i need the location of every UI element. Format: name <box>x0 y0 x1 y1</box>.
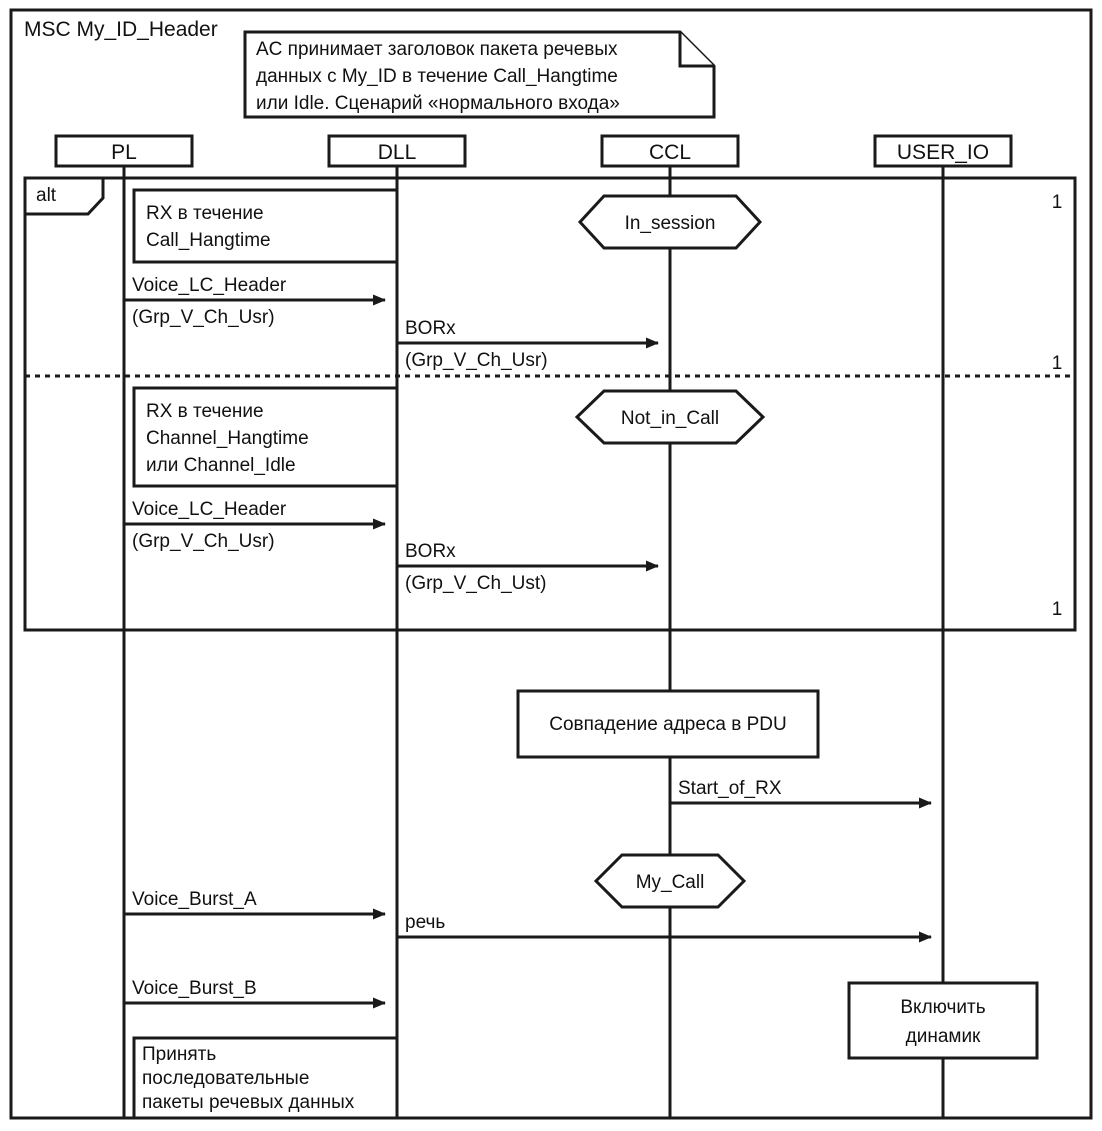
message-label: Voice_Burst_A <box>132 889 257 910</box>
lifeline-label-dll: DLL <box>378 141 417 164</box>
message-label: Voice_LC_Header <box>132 275 287 296</box>
action-box-rx-channel-hangtime: RX в течение Channel_Hangtime или Channe… <box>132 386 399 488</box>
message-label: речь <box>405 912 445 933</box>
action-line: RX в течение <box>146 203 264 224</box>
action-line: пакеты речевых данных <box>142 1092 355 1113</box>
action-line: или Channel_Idle <box>146 455 296 476</box>
action-line: Call_Hangtime <box>146 230 271 251</box>
action-line: Включить <box>900 997 985 1018</box>
message-voice-lc-header-1: Voice_LC_Header (Grp_V_Ch_Usr) <box>124 275 386 328</box>
message-label: Voice_Burst_B <box>132 978 257 999</box>
state-hexagon-in-session: In_session <box>577 194 763 250</box>
alt-operator-label: alt <box>36 185 57 206</box>
action-line: последовательные <box>142 1068 309 1089</box>
diagram-frame <box>9 8 1093 1120</box>
action-box-enable-speaker: Включить динамик <box>847 981 1039 1060</box>
message-sublabel: (Grp_V_Ch_Ust) <box>405 573 547 594</box>
lifeline-head-dll[interactable]: DLL <box>327 134 467 168</box>
action-line: Совпадение адреса в PDU <box>549 714 786 735</box>
note-line-2: данных с My_ID в течение Call_Hangtime <box>256 66 618 87</box>
lifeline-label-pl: PL <box>111 141 137 164</box>
lifeline-label-ccl: CCL <box>649 141 691 164</box>
message-voice-burst-a: Voice_Burst_A <box>124 889 386 920</box>
state-hexagon-not-in-call: Not_in_Call <box>574 389 766 445</box>
action-line: RX в течение <box>146 401 264 422</box>
action-box-pdu-address-match: Совпадение адреса в PDU <box>516 689 820 759</box>
note-line-1: AC принимает заголовок пакета речевых <box>256 39 618 60</box>
alt-operand-num-1: 1 <box>1052 192 1063 213</box>
page-title: MSC My_ID_Header <box>24 18 218 41</box>
action-line: Channel_Hangtime <box>146 428 309 449</box>
action-box-rx-call-hangtime: RX в течение Call_Hangtime <box>132 188 399 264</box>
note-box: AC принимает заголовок пакета речевых да… <box>243 30 716 119</box>
message-voice-lc-header-2: Voice_LC_Header (Grp_V_Ch_Usr) <box>124 499 386 552</box>
alt-operand-num-2: 1 <box>1052 353 1063 374</box>
message-sublabel: (Grp_V_Ch_Usr) <box>132 531 275 552</box>
state-label: In_session <box>625 213 716 234</box>
action-line: Принять <box>142 1044 216 1065</box>
message-borx-1: BORx (Grp_V_Ch_Usr) <box>397 318 659 371</box>
action-line: динамик <box>906 1026 981 1047</box>
message-borx-2: BORx (Grp_V_Ch_Ust) <box>397 541 659 594</box>
message-label: BORx <box>405 318 456 339</box>
lifeline-head-pl[interactable]: PL <box>54 134 194 168</box>
alt-operator-tag <box>23 176 105 216</box>
message-sublabel: (Grp_V_Ch_Usr) <box>405 350 548 371</box>
action-box-receive-sequential-packets: Принять последовательные пакеты речевых … <box>132 1036 399 1120</box>
message-sublabel: (Grp_V_Ch_Usr) <box>132 307 275 328</box>
message-label: Voice_LC_Header <box>132 499 287 520</box>
state-label: My_Call <box>636 872 705 893</box>
message-speech: речь <box>397 912 932 943</box>
message-label: BORx <box>405 541 456 562</box>
state-hexagon-my-call: My_Call <box>593 853 747 909</box>
lifeline-label-user-io: USER_IO <box>897 141 989 164</box>
message-voice-burst-b: Voice_Burst_B <box>124 978 386 1009</box>
note-line-3: или Idle. Сценарий «нормального входа» <box>256 93 620 114</box>
message-label: Start_of_RX <box>678 778 782 799</box>
lifeline-head-user-io[interactable]: USER_IO <box>873 134 1013 168</box>
message-start-of-rx: Start_of_RX <box>670 778 932 809</box>
alt-operand-num-3: 1 <box>1052 599 1063 620</box>
state-label: Not_in_Call <box>621 408 719 429</box>
lifeline-head-ccl[interactable]: CCL <box>600 134 740 168</box>
alt-fragment[interactable]: alt 1 1 1 <box>23 176 1077 632</box>
